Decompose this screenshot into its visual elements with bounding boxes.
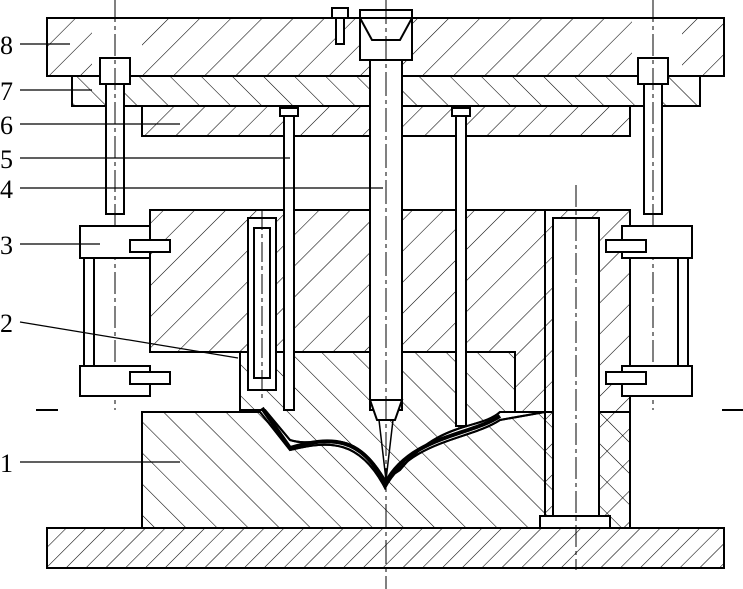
label-6: 6 (0, 111, 13, 140)
label-4: 4 (0, 175, 13, 204)
guide-pillar (539, 185, 631, 570)
top-screw (331, 7, 349, 45)
leader-lines (19, 43, 383, 463)
ejector-pin-right (451, 107, 471, 427)
label-7: 7 (0, 77, 13, 106)
ejector-pin-left (279, 107, 299, 411)
label-2: 2 (0, 309, 13, 338)
center-punch-rod (358, 0, 414, 589)
label-3: 3 (0, 231, 13, 260)
label-1: 1 (0, 449, 13, 478)
right-side-clamp (605, 225, 693, 397)
right-guide-post (637, 0, 669, 410)
label-5: 5 (0, 145, 13, 174)
left-bolt (247, 210, 277, 400)
left-guide-post (99, 0, 131, 410)
label-8: 8 (0, 31, 13, 60)
left-side-clamp (79, 225, 171, 397)
lower-die (141, 406, 631, 529)
